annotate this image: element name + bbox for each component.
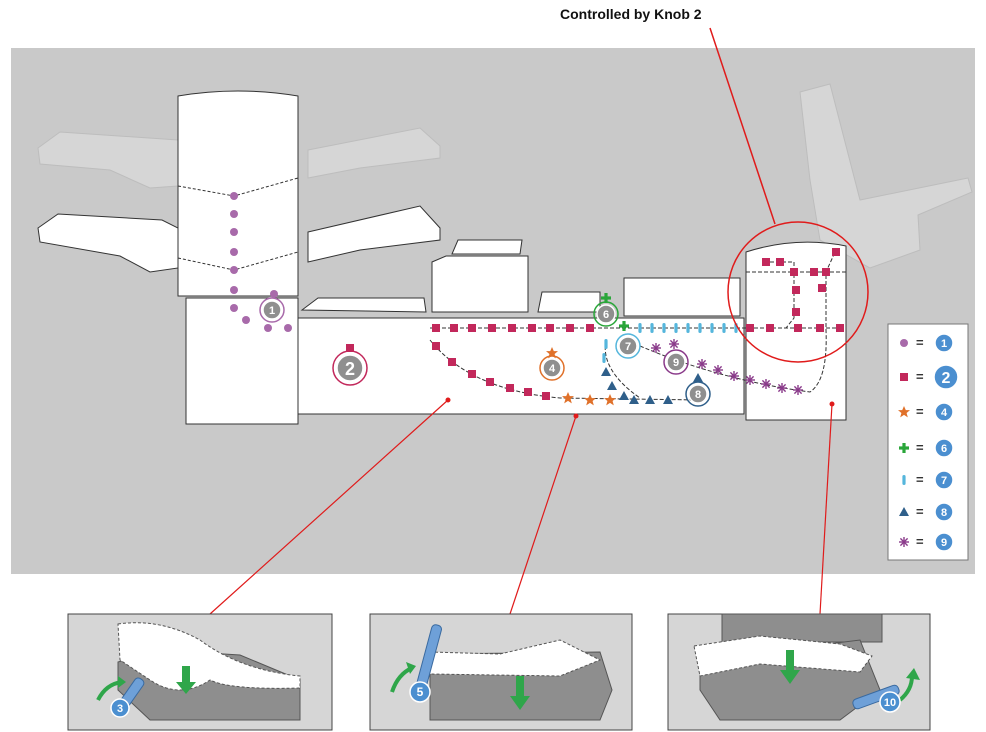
legend-item-9: = 9 xyxy=(898,532,954,552)
svg-text:9: 9 xyxy=(941,537,947,549)
station-badge-4: 4 xyxy=(539,355,565,381)
svg-text:6: 6 xyxy=(941,443,947,455)
legend-item-6: = 6 xyxy=(899,438,954,458)
knob-2-callout xyxy=(709,27,869,363)
side-trays xyxy=(37,205,441,273)
knob-badge-3: 3 xyxy=(110,698,130,718)
svg-text:=: = xyxy=(916,335,924,350)
station-badge-7: 7 xyxy=(615,333,641,359)
svg-text:5: 5 xyxy=(417,685,424,699)
legend-item-7: = 7 xyxy=(902,470,954,490)
station-badge-1: 1 xyxy=(259,297,285,323)
svg-text:7: 7 xyxy=(941,475,947,487)
svg-text:3: 3 xyxy=(117,703,123,715)
svg-text:4: 4 xyxy=(549,363,556,375)
legend-item-1: = 1 xyxy=(900,333,954,353)
station-badge-8: 8 xyxy=(685,381,711,407)
svg-text:=: = xyxy=(916,472,924,487)
knob-badge-5: 5 xyxy=(409,681,431,703)
svg-text:8: 8 xyxy=(695,389,701,401)
svg-text:=: = xyxy=(916,404,924,419)
svg-text:8: 8 xyxy=(941,507,947,519)
ghost-trays xyxy=(37,83,973,269)
svg-text:10: 10 xyxy=(884,697,896,709)
svg-text:=: = xyxy=(916,369,924,384)
svg-text:=: = xyxy=(916,504,924,519)
detail-leader-lines xyxy=(209,399,833,615)
svg-text:=: = xyxy=(916,440,924,455)
legend-item-4: = 4 xyxy=(898,402,954,422)
svg-text:2: 2 xyxy=(345,359,355,379)
svg-text:7: 7 xyxy=(625,341,631,353)
station-badge-9: 9 xyxy=(663,349,689,375)
svg-text:9: 9 xyxy=(673,357,679,369)
svg-text:6: 6 xyxy=(603,309,609,321)
leader-anchor-dots xyxy=(445,397,835,419)
station-badge-2: 2 xyxy=(332,350,368,386)
center-hopper xyxy=(177,90,299,297)
svg-text:2: 2 xyxy=(942,370,951,387)
station-badge-6: 6 xyxy=(593,301,619,327)
svg-text:1: 1 xyxy=(269,305,275,317)
legend-panel xyxy=(887,323,969,561)
knob-2-callout-label: Controlled by Knob 2 xyxy=(560,6,702,22)
legend-item-8: = 8 xyxy=(899,502,954,522)
detail-panel-knob-5 xyxy=(369,613,633,731)
detail-panel-knob-3 xyxy=(67,613,333,731)
legend-item-2: = 2 xyxy=(900,364,959,390)
knob-badge-10: 10 xyxy=(879,691,901,713)
svg-text:4: 4 xyxy=(941,407,948,419)
svg-text:1: 1 xyxy=(941,338,947,350)
svg-text:=: = xyxy=(916,534,924,549)
